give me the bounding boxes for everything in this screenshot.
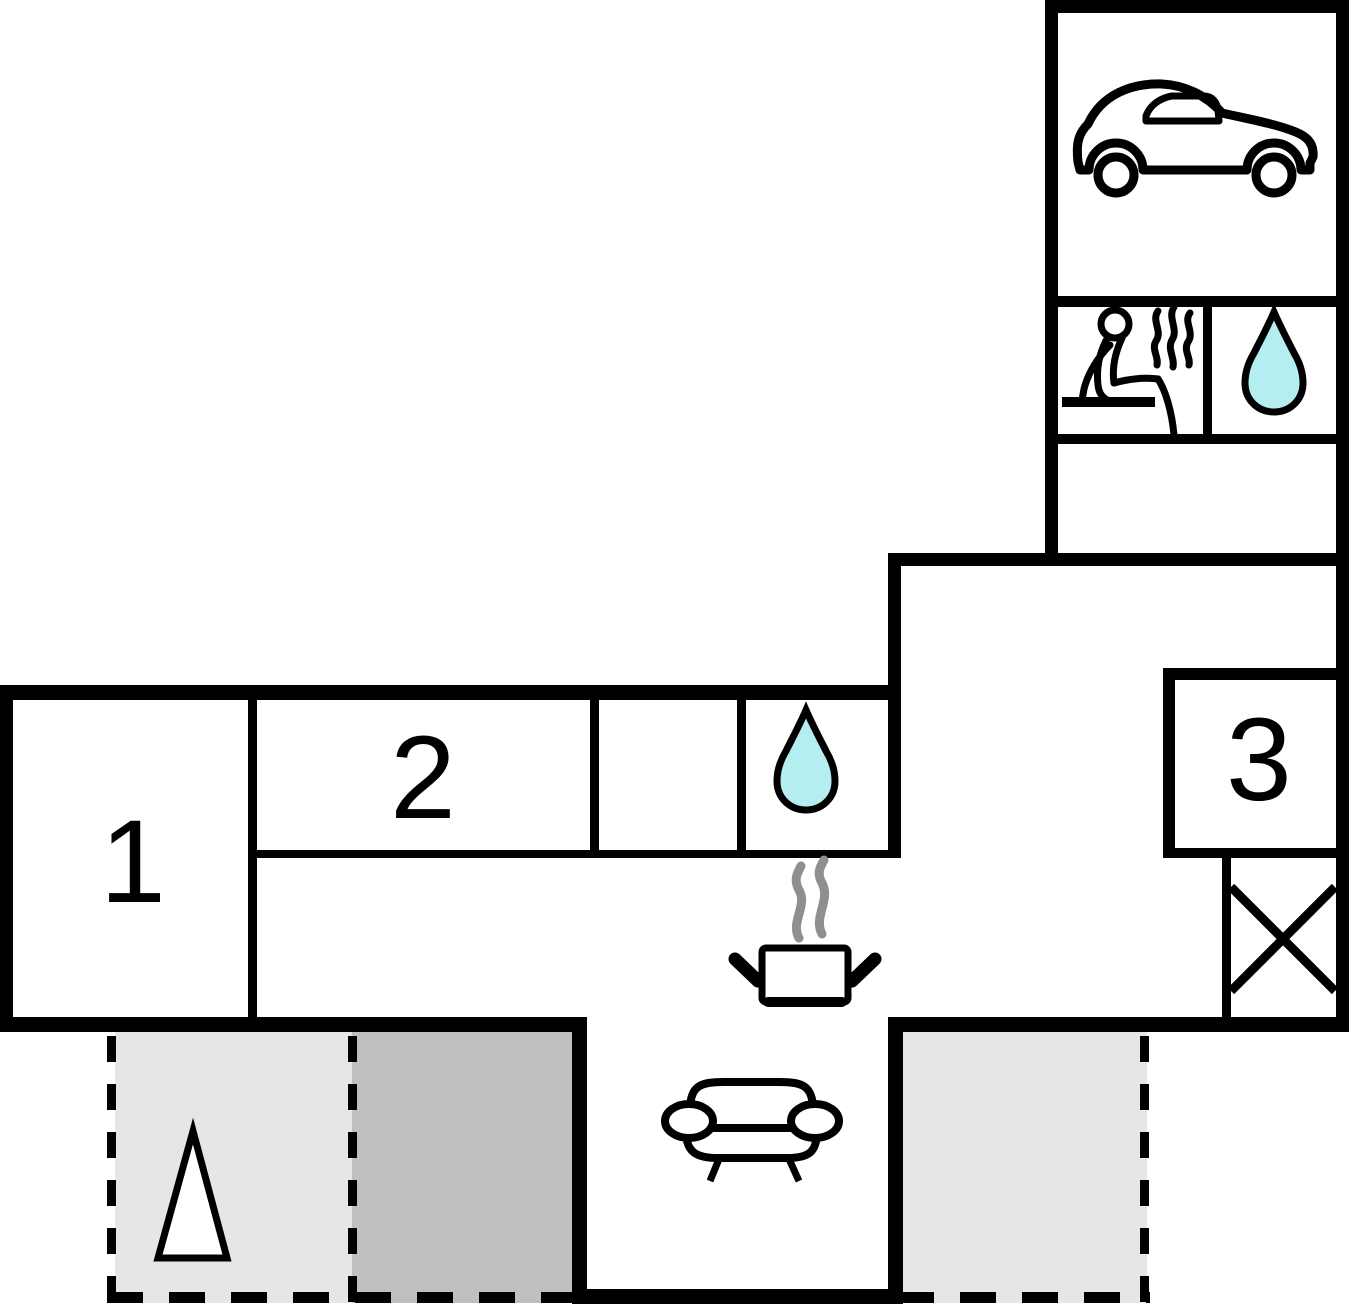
wall-small-room-divider: [737, 700, 746, 858]
water-drop-icon: [773, 701, 839, 814]
wall-room3-top: [1163, 668, 1349, 680]
wall-garage-top: [1045, 0, 1349, 13]
room-2-label: 2: [390, 712, 456, 844]
car-icon: [1072, 79, 1318, 198]
wall-room1-divider: [248, 700, 257, 1017]
wall-garage-left: [1045, 0, 1058, 566]
wall-living-right: [888, 1017, 903, 1304]
room-1-label: 1: [100, 796, 166, 928]
dashed-boundary-bottom-right: [898, 1292, 1150, 1303]
wall-outer-right: [1336, 0, 1349, 1032]
wall-band-bottom-right: [888, 1017, 1349, 1032]
wall-band-top: [0, 685, 901, 700]
wall-rooms-bottom: [248, 850, 898, 858]
tree-icon: [153, 1117, 232, 1262]
wall-room2-divider: [590, 700, 599, 858]
terrace-right-light: [903, 1032, 1147, 1303]
wall-room3-left: [1163, 668, 1175, 857]
wall-band-bottom-left: [0, 1017, 587, 1032]
wall-outer-left: [0, 685, 13, 1032]
sofa-icon: [661, 1078, 843, 1183]
wall-sauna-divider: [1203, 296, 1212, 444]
wall-hall-left: [888, 553, 901, 858]
water-drop-icon: [1241, 303, 1307, 416]
wall-sauna-row-bottom: [1045, 434, 1336, 444]
wall-garage-bottom: [888, 553, 1349, 566]
dashed-boundary-middle: [348, 1036, 357, 1303]
wall-living-bottom: [572, 1289, 903, 1304]
room-3-label: 3: [1226, 694, 1292, 826]
dashed-boundary-left: [107, 1036, 116, 1303]
dashed-boundary-right: [1140, 1036, 1149, 1303]
terrace-left-dark: [352, 1032, 578, 1303]
sauna-icon: [1062, 303, 1194, 439]
dashed-boundary-bottom-left: [107, 1292, 578, 1303]
wall-garage-car-bottom: [1045, 296, 1336, 307]
wall-room3-bottom: [1163, 848, 1349, 858]
wall-living-left: [572, 1017, 587, 1304]
heat-waves-icon: [1150, 303, 1194, 371]
crossed-box-icon: [1227, 883, 1339, 995]
wall-crossed-box-left: [1222, 857, 1231, 1017]
cooking-pot-icon: [728, 944, 882, 1007]
steam-icon: [791, 855, 830, 943]
